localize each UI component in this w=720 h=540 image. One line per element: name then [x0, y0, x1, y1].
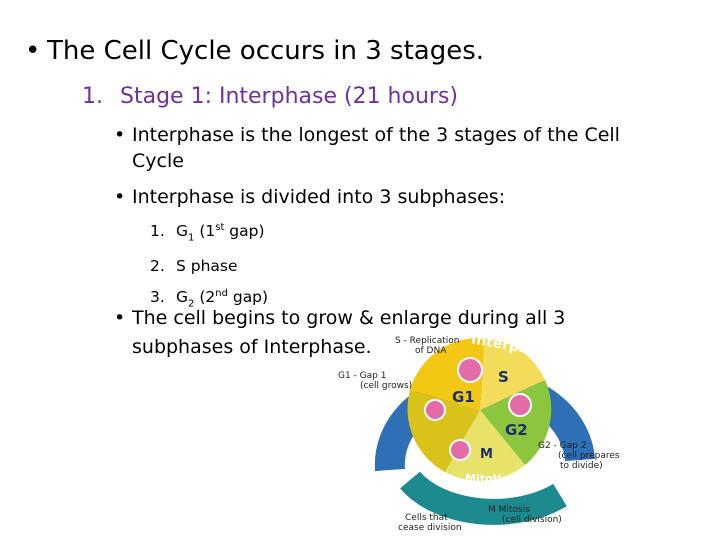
s-label: of DNA [415, 346, 447, 356]
svg-text:M: M [480, 447, 493, 462]
cease-label: cease division [398, 523, 462, 533]
mitotic-band [400, 471, 567, 525]
bullet-divided: • Interphase is divided into 3 subphases… [114, 184, 506, 210]
svg-text:S: S [498, 368, 509, 386]
mitotic-label: Phase [470, 483, 507, 496]
subphase-item: 2.S phase [150, 257, 238, 276]
bullet-text: The cell begins to grow & enlarge during… [132, 307, 566, 329]
cell-icon [449, 439, 471, 461]
g2-label: G2 - Gap 2 [538, 441, 586, 451]
svg-text:G1: G1 [452, 388, 475, 406]
mitotic-label: Mitotic [465, 472, 508, 485]
subphase-item: 1.G1 (1st gap) [150, 222, 265, 244]
s-label: S - Replication [395, 336, 460, 346]
stage-number: 1. [82, 84, 103, 109]
bullet-text: Interphase is divided into 3 subphases: [132, 186, 506, 208]
bullet-grow: • The cell begins to grow & enlarge duri… [114, 305, 566, 331]
heading-text: The Cell Cycle occurs in 3 stages. [47, 36, 485, 66]
g1-label: G1 - Gap 1 [338, 371, 386, 381]
bullet-longest-cont: Cycle [132, 148, 184, 174]
cell-icon [424, 399, 446, 421]
bullet-text: Interphase is the longest of the 3 stage… [132, 124, 620, 146]
bullet-text: subphases of Interphase. [132, 336, 372, 358]
mitosis-label: (cell division) [502, 515, 562, 525]
svg-text:G2: G2 [505, 421, 528, 439]
bullet-dot: • [114, 307, 126, 329]
g1-segment [410, 337, 485, 410]
bullet-grow-cont: subphases of Interphase. [132, 334, 372, 360]
m-segment [445, 410, 525, 481]
cell-cycle-diagram: G1 S G2 M Interphase S - Replication of … [338, 331, 620, 533]
stage-item: 1. Stage 1: Interphase (21 hours) [82, 84, 458, 109]
g2-label: (cell prepares [558, 451, 620, 461]
bullet-dot: • [25, 36, 41, 66]
stage-text: Stage 1: Interphase (21 hours) [120, 84, 458, 109]
subphase-list: 1.G1 (1st gap) 2.S phase 3.G2 (2nd gap) [150, 214, 268, 319]
bullet-longest: • Interphase is the longest of the 3 sta… [114, 122, 620, 148]
g1-label: (cell grows) [360, 381, 412, 391]
g2-label: to divide) [560, 461, 603, 471]
mitosis-label: M Mitosis [488, 505, 530, 515]
heading: • The Cell Cycle occurs in 3 stages. [25, 36, 485, 66]
bullet-dot: • [114, 186, 126, 208]
cease-label: Cells that [405, 513, 448, 523]
s-segment [480, 338, 545, 410]
subphase-item: 3.G2 (2nd gap) [150, 288, 269, 310]
cell-icon [508, 393, 532, 417]
bullet-text: Cycle [132, 150, 184, 172]
g2-segment [480, 380, 552, 465]
cell-icon [457, 357, 483, 383]
bullet-dot: • [114, 124, 126, 146]
